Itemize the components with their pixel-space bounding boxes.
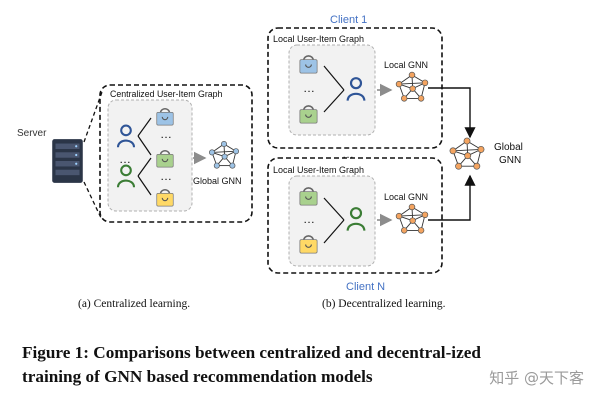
gnn-node [463, 137, 471, 145]
panel-decentralized: Client 1 Local User-Item Graph … Local G… [267, 14, 523, 310]
gnn-node [408, 71, 416, 79]
panel-a-sublabel: (a) Centralized learning. [78, 298, 190, 310]
gnn-node [400, 227, 408, 234]
gnn-node [449, 147, 457, 155]
local-gnn-network-top [395, 71, 429, 102]
local-graph-title-top: Local User-Item Graph [273, 34, 364, 44]
arrow-aggregate-bottom [428, 174, 476, 221]
global-gnn-network-a [209, 141, 239, 169]
watermark: 知乎 @天下客 [489, 369, 584, 387]
gnn-node [477, 145, 485, 153]
local-graph-title-bottom: Local User-Item Graph [273, 165, 364, 175]
gnn-node [455, 162, 463, 170]
edge [323, 65, 345, 91]
centralized-graph-title: Centralized User-Item Graph [110, 89, 223, 99]
bag-ellipsis: … [160, 169, 172, 183]
server-connector-top [83, 91, 103, 143]
bag-ellipsis: … [303, 81, 315, 95]
gnn-edge [211, 150, 237, 153]
server-icon [52, 139, 83, 183]
client-n-box [267, 157, 443, 274]
gnn-edge [452, 148, 482, 152]
gnn-node [417, 95, 425, 102]
gnn-node [408, 203, 416, 211]
global-gnn-label-line2: GNN [499, 155, 521, 166]
panel-b-sublabel: (b) Decentralized learning. [322, 298, 446, 310]
bag-ellipsis: … [303, 212, 315, 226]
gnn-edge [398, 214, 426, 217]
gnn-node [473, 162, 481, 170]
gnn-node [233, 148, 239, 155]
arrow-aggregate-top [428, 87, 476, 139]
global-gnn-label-line1: Global [494, 142, 523, 153]
gnn-node [421, 211, 429, 219]
edge [323, 197, 345, 221]
gnn-node [221, 141, 227, 147]
gnn-node [409, 85, 416, 92]
gnn-node [417, 227, 425, 234]
edge [137, 117, 152, 137]
client-ellipsis: … [342, 147, 354, 161]
user-ellipsis: … [119, 152, 131, 166]
edge [323, 89, 345, 113]
server-connector-bottom [83, 181, 103, 221]
gnn-node [213, 162, 220, 169]
gnn-node [421, 79, 429, 87]
gnn-node [229, 162, 236, 169]
central-server-box [99, 84, 253, 223]
global-gnn-label-a: Global GNN [193, 176, 242, 186]
edge [137, 135, 152, 156]
edge [137, 175, 152, 196]
edge [323, 219, 345, 244]
gnn-node [221, 153, 228, 160]
client-n-label: Client N [346, 281, 385, 293]
figure-caption: Figure 1: Comparisons between centralize… [22, 343, 481, 386]
edge [137, 157, 152, 177]
gnn-node [395, 80, 403, 88]
gnn-edge [398, 82, 426, 85]
gnn-node [400, 95, 408, 102]
panel-centralized: Server Centralized User-Item Graph … … …… [17, 84, 253, 310]
local-gnn-label-top: Local GNN [384, 60, 428, 70]
bag-ellipsis: … [160, 127, 172, 141]
gnn-node [209, 149, 215, 156]
gnn-node [409, 217, 416, 224]
global-gnn-network-b [449, 137, 485, 170]
client-1-label: Client 1 [330, 14, 367, 26]
server-label: Server [17, 128, 47, 139]
gnn-node [464, 152, 472, 160]
local-gnn-network-bottom [395, 203, 429, 234]
gnn-node [395, 212, 403, 220]
local-gnn-label-bottom: Local GNN [384, 192, 428, 202]
